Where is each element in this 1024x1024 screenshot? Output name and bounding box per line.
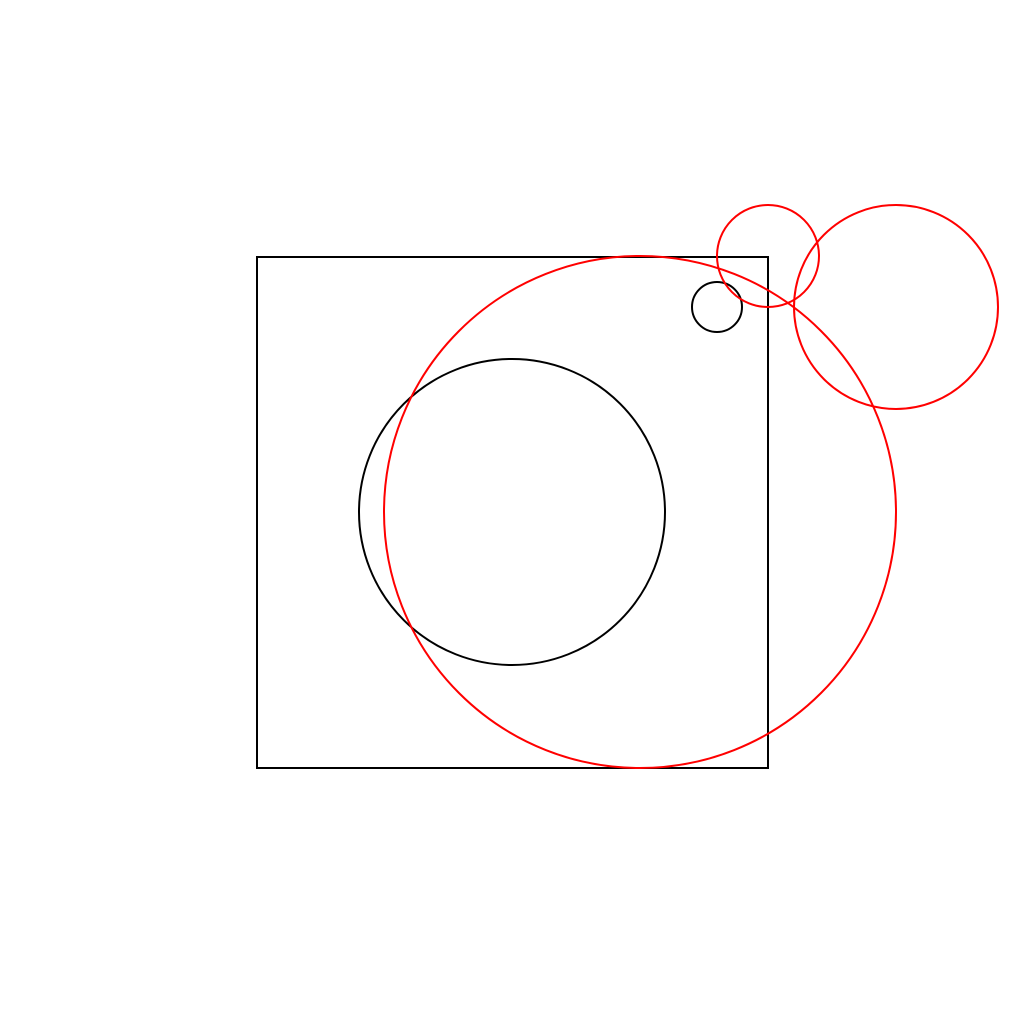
small-red-circle — [716, 204, 820, 308]
medium-red-circle — [793, 204, 999, 410]
small-black-circle — [691, 281, 743, 333]
black-shapes — [256, 256, 769, 769]
red-shapes — [383, 204, 999, 769]
large-black-circle — [358, 358, 666, 666]
outer-square — [256, 256, 769, 769]
large-red-circle — [383, 255, 897, 769]
